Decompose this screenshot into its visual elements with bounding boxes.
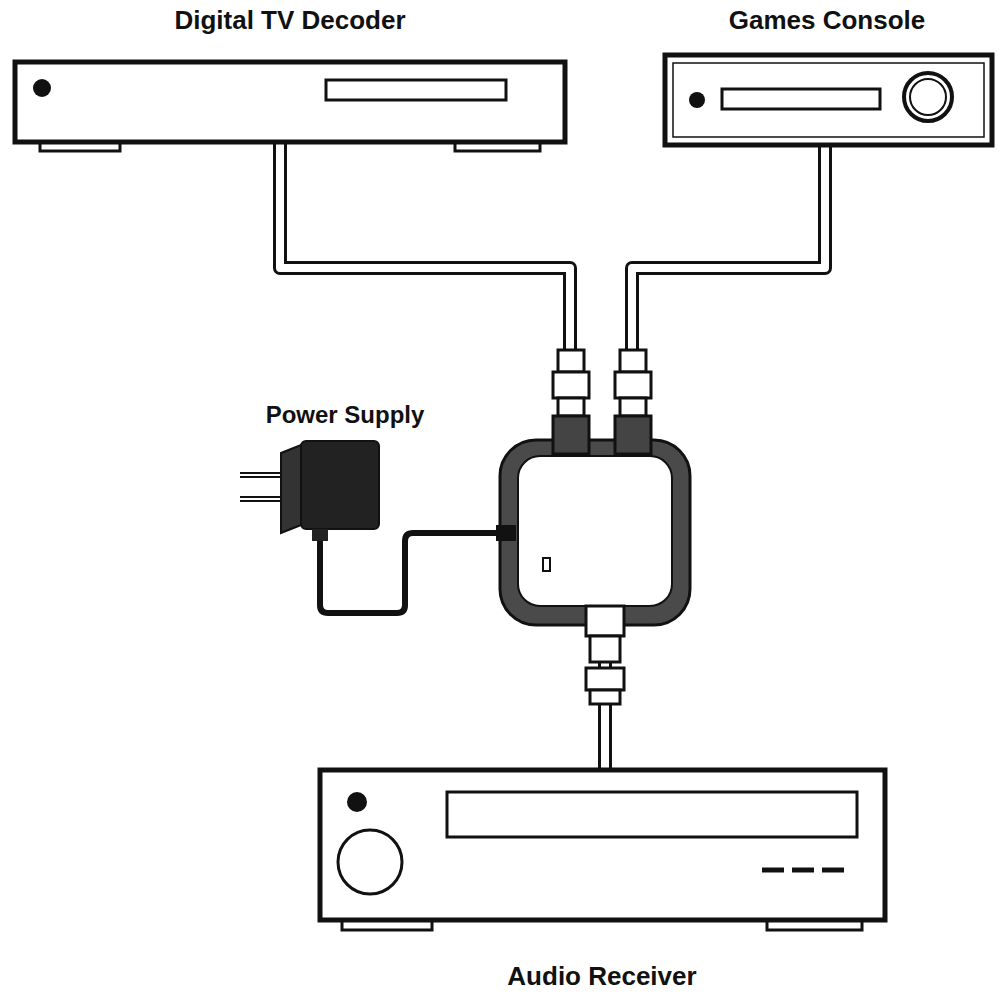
device-body <box>665 55 992 145</box>
device-body <box>15 62 565 142</box>
switch-face <box>518 456 672 606</box>
device-label: Power Supply <box>262 401 429 429</box>
device-label: Audio Receiver <box>503 962 700 992</box>
input-plug <box>615 350 651 454</box>
power-supply: Power Supply <box>225 395 465 545</box>
device-label: Digital TV Decoder <box>170 6 409 36</box>
power-wire <box>320 533 500 613</box>
disc-slot <box>326 80 506 100</box>
switch-housing <box>500 440 690 625</box>
tv-decoder: Digital TV Decoder <box>10 0 570 153</box>
plug-prong <box>240 472 287 478</box>
switch-led <box>543 558 550 571</box>
audio-receiver: Audio Receiver <box>312 762 892 994</box>
power-jack <box>496 525 516 541</box>
games-console: Games Console <box>658 0 996 155</box>
device-panel <box>673 63 984 137</box>
device-label: Games Console <box>725 6 930 36</box>
plug-prong <box>240 496 287 502</box>
power-button <box>347 792 367 812</box>
cable-boot <box>312 529 328 541</box>
display-window <box>447 792 857 837</box>
plug-plate <box>281 445 301 533</box>
power-button <box>33 79 51 97</box>
device-body <box>320 770 885 920</box>
adapter-body <box>301 441 379 529</box>
input-plug <box>553 350 589 454</box>
power-button <box>689 92 705 108</box>
indicator-dash <box>762 868 784 873</box>
indicator-dash <box>792 868 814 873</box>
control-knob <box>904 73 952 121</box>
disc-slot <box>722 89 880 109</box>
volume-knob <box>338 830 402 894</box>
plug-prong <box>240 474 287 476</box>
control-knob-ring <box>910 79 946 115</box>
plug-prong <box>240 498 287 500</box>
output-plug <box>586 606 624 704</box>
device-outline <box>312 762 892 994</box>
indicator-dash <box>822 868 844 873</box>
